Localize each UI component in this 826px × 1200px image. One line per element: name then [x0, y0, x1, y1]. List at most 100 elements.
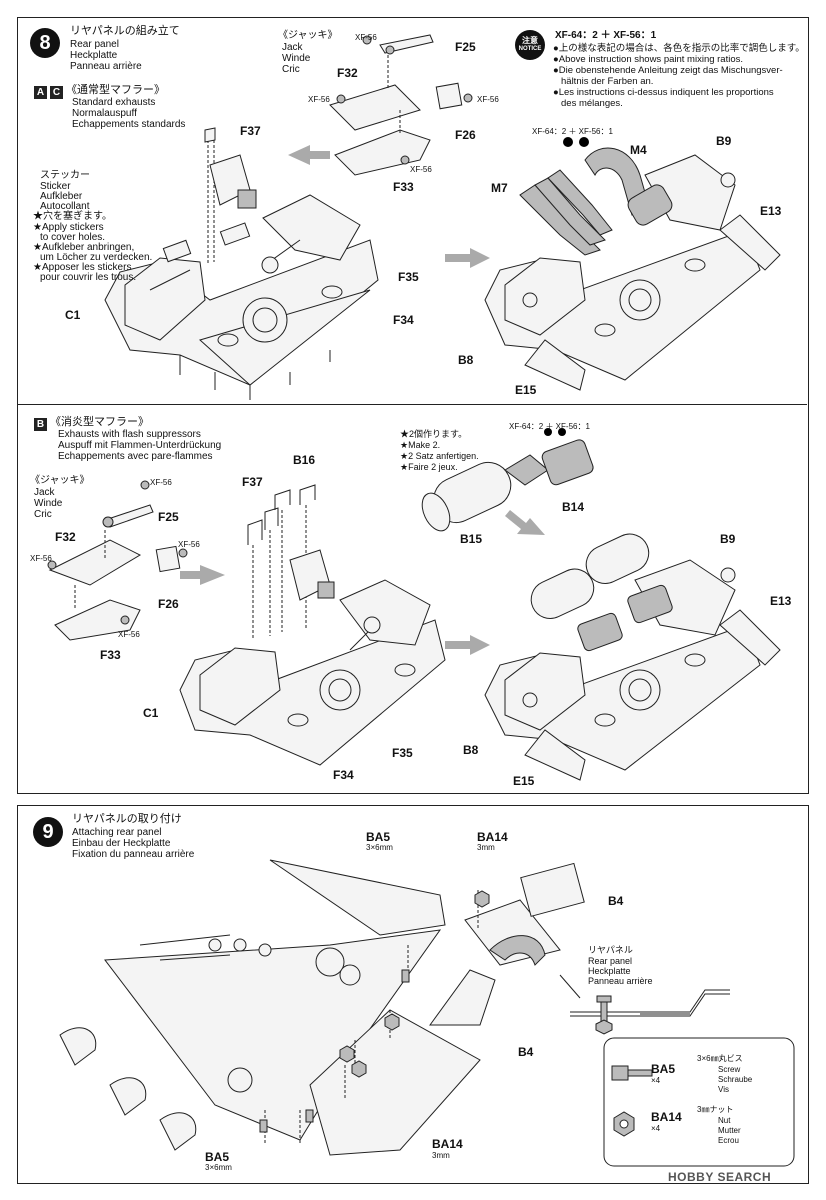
- b-title-jp: 《消炎型マフラー》: [50, 416, 149, 428]
- legend-ba14-qty: ×4: [651, 1124, 661, 1133]
- ba14-top-size: 3mm: [477, 843, 495, 852]
- b-paint-f25: XF-56: [150, 478, 172, 487]
- part-e13-b: E13: [770, 594, 792, 608]
- b-mix-label: XF-64：2 ＋ XF-56：1: [509, 422, 590, 431]
- rear-panel-en: Rear panel: [588, 956, 633, 966]
- b-hull-left: [179, 484, 446, 766]
- ba5-bottom-size: 3×6mm: [205, 1163, 232, 1172]
- ba14-bottom-size: 3mm: [432, 1151, 450, 1160]
- b-title-en: Exhausts with flash suppressors: [58, 429, 201, 440]
- ac-paint-f32: XF-56: [308, 95, 330, 104]
- legend-ba5-qty: ×4: [651, 1076, 661, 1085]
- legend-ba5-fr: Vis: [718, 1085, 729, 1094]
- part-c1-b: C1: [143, 706, 159, 720]
- part-f33-b: F33: [100, 648, 121, 662]
- step9-title-jp: リヤパネルの取り付け: [72, 813, 182, 825]
- ba5-bottom-label: BA5: [205, 1150, 230, 1164]
- step9-number: 9: [33, 817, 63, 847]
- ac-hull-left: [104, 127, 379, 400]
- b-jack-en: Jack: [34, 487, 55, 498]
- make2-de: ★2 Satz anfertigen.: [400, 451, 479, 461]
- notice-jp-text: ●上の様な表記の場合は、各色を指示の比率で調色します。: [553, 43, 805, 54]
- part-e13-ac: E13: [760, 204, 782, 218]
- notice-fr-text1: ●Les instructions ci-dessus indiquent le…: [553, 87, 774, 98]
- sticker-note-fr1: ★Apposer les stickers: [33, 262, 132, 273]
- step8-title-jp: リヤパネルの組み立て: [70, 25, 180, 37]
- part-f32-b: F32: [55, 530, 76, 544]
- sticker-note-jp: ★穴を塞ぎます。: [33, 211, 112, 222]
- ac-title-en: Standard exhausts: [72, 97, 156, 108]
- ac-jack-de: Winde: [282, 53, 311, 64]
- notice-formula: XF-64：2 ＋ XF-56：1: [555, 30, 657, 41]
- part-f33: F33: [393, 180, 414, 194]
- ac-jack: [329, 34, 473, 176]
- legend-ba14-fr: Ecrou: [718, 1136, 739, 1145]
- legend-ba5-en: Screw: [718, 1065, 741, 1074]
- legend-ba14-en: Nut: [718, 1116, 731, 1125]
- rear-panel-jp: リヤパネル: [588, 945, 633, 955]
- legend-ba5-code: BA5: [651, 1062, 676, 1076]
- part-f35-b: F35: [392, 746, 413, 760]
- step9-title-fr: Fixation du panneau arrière: [72, 849, 195, 860]
- b-jack-de: Winde: [34, 498, 63, 509]
- b-jack-fr: Cric: [34, 509, 52, 520]
- ac-jack-jp: 《ジャッキ》: [278, 30, 338, 41]
- part-c1-ac: C1: [65, 308, 81, 322]
- legend-ba14-code: BA14: [651, 1110, 682, 1124]
- make2-en: ★Make 2.: [400, 440, 441, 450]
- notice-fr-text2: des mélanges.: [561, 98, 623, 109]
- part-b8-b: B8: [463, 743, 479, 757]
- ac-title-de: Normalauspuff: [72, 108, 137, 119]
- b-hull-right: [484, 533, 781, 781]
- notice-de-text2: hältnis der Farben an.: [561, 76, 654, 87]
- b-title-de: Auspuff mit Flammen-Unterdrückung: [58, 440, 222, 451]
- legend-ba14-de: Mutter: [718, 1126, 741, 1135]
- ac-paint-f26: XF-56: [477, 95, 499, 104]
- step9-hull: [59, 859, 795, 1167]
- step8-title-en: Rear panel: [70, 39, 119, 50]
- badge-a: A: [34, 86, 47, 99]
- ac-mix-label: XF-64：2 ＋ XF-56：1: [532, 127, 613, 136]
- notice-de-text1: ●Die obenstehende Anleitung zeigt das Mi…: [553, 65, 783, 76]
- ac-paint-f33: XF-56: [410, 165, 432, 174]
- notice-badge: 注意 NOTICE: [515, 30, 545, 60]
- part-b4-bottom: B4: [518, 1045, 534, 1059]
- step8-number: 8: [30, 28, 60, 58]
- part-f32: F32: [337, 66, 358, 80]
- part-b14: B14: [562, 500, 585, 514]
- step8-divider: [17, 404, 807, 405]
- part-f25: F25: [455, 40, 476, 54]
- part-f34-ac: F34: [393, 313, 414, 327]
- ac-jack-fr: Cric: [282, 64, 300, 75]
- part-e15-b: E15: [513, 774, 535, 788]
- make2-jp: ★2個作ります。: [400, 429, 468, 439]
- part-b9-ac: B9: [716, 134, 732, 148]
- part-f26: F26: [455, 128, 476, 142]
- ac-title-fr: Echappements standards: [72, 119, 186, 130]
- legend-ba5-jp: 3×6㎜丸ビス: [697, 1054, 743, 1063]
- b-paint-f26: XF-56: [178, 540, 200, 549]
- sticker-fr: Autocollant: [40, 201, 90, 212]
- part-f25-b: F25: [158, 510, 179, 524]
- b-title-fr: Echappements avec pare-flammes: [58, 451, 213, 462]
- sticker-de: Aufkleber: [40, 191, 83, 202]
- notice-jp: 注意: [522, 36, 538, 45]
- ba14-bottom-label: BA14: [432, 1137, 463, 1151]
- ac-hull-right: [484, 137, 781, 391]
- b14-b15-parts: [421, 428, 594, 532]
- step8-title-de: Heckplatte: [70, 50, 118, 61]
- part-b15: B15: [460, 532, 483, 546]
- sticker-note-en2: to cover holes.: [40, 232, 106, 243]
- b-paint-f33: XF-56: [118, 630, 140, 639]
- badge-b: B: [34, 418, 47, 431]
- part-b4-top: B4: [608, 894, 624, 908]
- part-m7: M7: [491, 181, 508, 195]
- ac-title-jp: 《通常型マフラー》: [66, 84, 165, 96]
- step8-frame: [17, 17, 809, 794]
- badge-c: C: [50, 86, 63, 99]
- legend-ba5-de: Schraube: [718, 1075, 753, 1084]
- ba5-top-label: BA5: [366, 830, 391, 844]
- watermark: HOBBY SEARCH: [668, 1170, 772, 1184]
- sticker-note-en1: ★Apply stickers: [33, 222, 104, 233]
